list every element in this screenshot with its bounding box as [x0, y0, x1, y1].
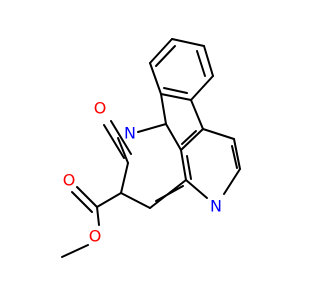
- bond: [196, 50, 206, 77]
- bond: [203, 45, 214, 77]
- bond: [96, 192, 122, 208]
- bond: [181, 130, 197, 145]
- molecule-structure: O N O N O: [61, 38, 241, 258]
- bond: [160, 93, 192, 101]
- atom-label-nitrogen: N: [124, 124, 136, 143]
- bond: [160, 93, 167, 125]
- atom-label-oxygen: O: [89, 227, 102, 246]
- bond: [180, 128, 204, 151]
- bond: [96, 206, 100, 226]
- atom-label-oxygen: O: [94, 99, 107, 118]
- bond: [149, 62, 162, 95]
- bond: [103, 124, 125, 159]
- bonds: [61, 38, 241, 258]
- bond: [180, 149, 187, 181]
- bond: [223, 168, 241, 195]
- bond: [171, 38, 205, 47]
- bond: [61, 244, 89, 258]
- bond: [190, 99, 204, 130]
- bond: [149, 38, 173, 64]
- bond: [110, 120, 132, 155]
- bond: [137, 123, 167, 133]
- atom-labels: O N O N O: [63, 99, 222, 246]
- bond: [202, 128, 235, 140]
- bond: [233, 138, 241, 170]
- bond: [71, 191, 93, 213]
- bond: [163, 87, 188, 94]
- bond: [185, 179, 208, 199]
- bond: [186, 155, 192, 180]
- bond: [231, 145, 238, 169]
- bond: [155, 185, 184, 202]
- bond: [120, 192, 151, 209]
- bond: [190, 75, 214, 101]
- atom-label-oxygen: O: [63, 171, 76, 190]
- bond: [117, 137, 129, 164]
- atom-label-nitrogen: N: [210, 197, 222, 216]
- bond: [120, 162, 129, 194]
- bond: [76, 186, 98, 208]
- bond: [155, 45, 176, 67]
- bond: [165, 123, 182, 151]
